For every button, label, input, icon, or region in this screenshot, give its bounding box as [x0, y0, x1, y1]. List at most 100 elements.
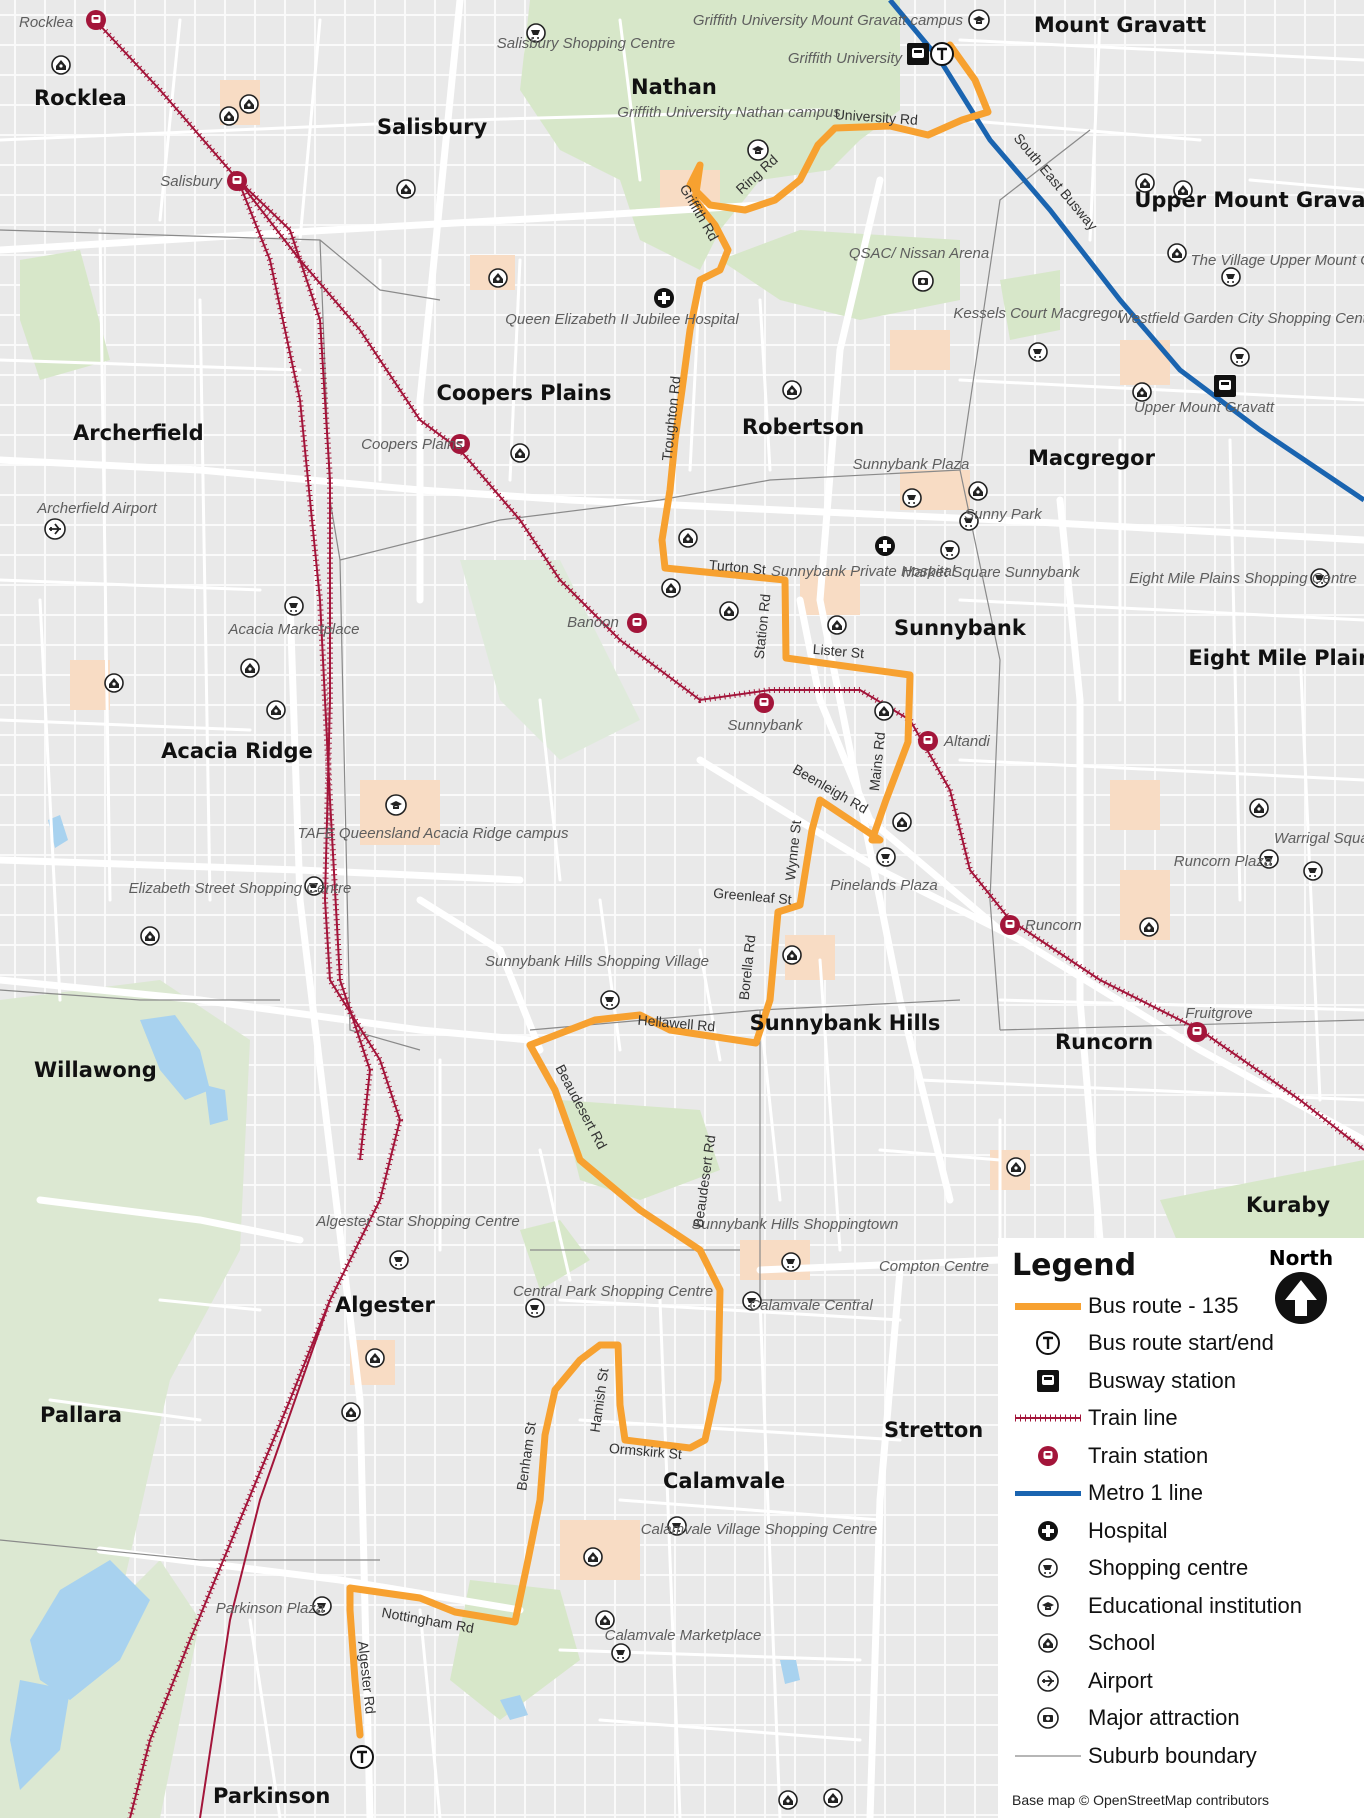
train-line-icon — [1012, 1403, 1084, 1433]
legend-label: Bus route start/end — [1088, 1330, 1274, 1356]
road-label: Algester Rd — [355, 1640, 379, 1714]
legend-item: School — [1012, 1625, 1352, 1663]
suburb-label: Salisbury — [377, 115, 488, 139]
legend-label: Busway station — [1088, 1367, 1236, 1393]
suburb-label: Sunnybank Hills — [750, 1011, 941, 1035]
place-label: Sunnybank Private Hospital — [771, 563, 956, 580]
bus-route-line-icon — [1012, 1291, 1084, 1321]
shopping-centre-icon — [1012, 1553, 1084, 1583]
place-label: Parkinson Plaza — [216, 1600, 324, 1617]
legend-item: Bus route - 135 — [1012, 1287, 1352, 1325]
education-icon — [1012, 1591, 1084, 1621]
major-attraction-icon — [1012, 1703, 1084, 1733]
station-label: Altandi — [943, 733, 991, 750]
legend-label: Bus route - 135 — [1088, 1292, 1239, 1318]
place-label: Griffith University Nathan campus — [617, 104, 841, 121]
legend-item: Educational institution — [1012, 1587, 1352, 1625]
suburb-label: Runcorn — [1055, 1030, 1153, 1054]
train-station-icon — [1000, 915, 1020, 935]
legend-item: Suburb boundary — [1012, 1737, 1352, 1775]
busway-station-icon — [1012, 1366, 1084, 1396]
busway-station-label: Griffith University — [788, 50, 904, 67]
place-label: Westfield Garden City Shopping Centre — [1118, 310, 1364, 327]
place-label: Sunny Park — [964, 506, 1043, 523]
place-label: TAFE Queensland Acacia Ridge campus — [298, 825, 569, 842]
legend-label: Suburb boundary — [1088, 1742, 1257, 1768]
north-label: North — [1268, 1246, 1334, 1270]
suburb-label: Kuraby — [1246, 1193, 1330, 1217]
road-label: Ormskirk St — [608, 1440, 682, 1462]
place-label: Kessels Court Macgregor — [953, 305, 1123, 322]
place-label: Central Park Shopping Centre — [513, 1283, 713, 1300]
place-label: Queen Elizabeth II Jubilee Hospital — [505, 311, 739, 328]
legend-item: Major attraction — [1012, 1700, 1352, 1738]
place-label: Archerfield Airport — [36, 500, 157, 517]
suburb-label: Sunnybank — [894, 616, 1027, 640]
station-label: Fruitgrove — [1185, 1005, 1253, 1022]
place-label: Calamvale Central — [749, 1297, 873, 1314]
place-label: Sunnybank Hills Shopping Village — [485, 953, 709, 970]
road-label: Mains Rd — [866, 731, 888, 791]
road-label: University Rd — [834, 106, 918, 128]
bus-route-135 — [346, 41, 992, 1739]
road-label: Wynne St — [782, 819, 804, 881]
place-label: Pinelands Plaza — [830, 877, 938, 894]
train-station-icon — [627, 613, 647, 633]
school-icon — [1012, 1628, 1084, 1658]
suburb-label: Nathan — [631, 75, 717, 99]
station-label: Salisbury — [160, 173, 223, 190]
legend-item: Shopping centre — [1012, 1550, 1352, 1588]
place-label: Runcorn Plaza — [1174, 853, 1272, 870]
station-label: Rocklea — [19, 14, 73, 31]
suburb-label: Coopers Plains — [436, 381, 611, 405]
place-label: Sunnybank Hills Shoppingtown — [692, 1216, 899, 1233]
metro-line-icon — [1012, 1478, 1084, 1508]
legend-item: Hospital — [1012, 1512, 1352, 1550]
north-arrow-icon — [1275, 1272, 1327, 1324]
suburb-label: Stretton — [884, 1418, 983, 1442]
train-station-icon — [754, 693, 774, 713]
water — [10, 815, 800, 1790]
suburb-label: Robertson — [742, 415, 864, 439]
legend-title: Legend — [1012, 1248, 1137, 1283]
legend-label: Shopping centre — [1088, 1555, 1249, 1581]
place-label: Elizabeth Street Shopping Centre — [129, 880, 352, 897]
road-label: Lister St — [812, 641, 865, 661]
place-label: The Village Upper Mount Gravatt — [1190, 252, 1364, 269]
route-terminus-icon — [1012, 1328, 1084, 1358]
train-stations: Rocklea Salisbury Coopers Plains Banoon … — [19, 10, 1253, 1042]
place-labels: Griffith University Mount Gravatt campus… — [36, 12, 1364, 1644]
place-label: Acacia Marketplace — [228, 621, 360, 638]
legend-panel: Legend North Bus route - 135 Bus route s… — [998, 1238, 1364, 1818]
legend-item: Metro 1 line — [1012, 1475, 1352, 1513]
suburb-label: Acacia Ridge — [161, 739, 313, 763]
place-label: Warrigal Square — [1274, 830, 1364, 847]
metro-1-line — [888, 0, 1364, 503]
hospital-icon — [1012, 1516, 1084, 1546]
place-label: Eight Mile Plains Shopping Centre — [1129, 570, 1357, 587]
road-label: Hellawell Rd — [637, 1012, 716, 1035]
legend-item: Train station — [1012, 1437, 1352, 1475]
suburb-labels: Rocklea Salisbury Nathan Mount Gravatt U… — [34, 13, 1364, 1808]
legend-label: Educational institution — [1088, 1592, 1303, 1618]
suburb-label: Willawong — [34, 1058, 157, 1082]
legend-item: Busway station — [1012, 1362, 1352, 1400]
legend-item: Bus route start/end — [1012, 1325, 1352, 1363]
suburb-boundary-icon — [1012, 1741, 1084, 1771]
road-label: Borella Rd — [736, 934, 759, 1001]
suburb-label: Macgregor — [1028, 446, 1156, 470]
train-line — [92, 17, 1364, 1818]
suburb-label: Archerfield — [73, 421, 204, 445]
road-label: Greenleaf St — [713, 885, 793, 908]
place-label: Griffith University Mount Gravatt campus — [693, 12, 964, 29]
suburb-boundaries — [0, 129, 1364, 1561]
legend-label: Train station — [1088, 1442, 1209, 1468]
suburb-label: Parkinson — [213, 1784, 330, 1808]
station-label: Sunnybank — [727, 717, 804, 734]
route-terminus-icon — [929, 41, 955, 67]
legend-label: Hospital — [1088, 1517, 1168, 1543]
airport-icon — [1012, 1666, 1084, 1696]
place-label: Sunnybank Plaza — [853, 456, 970, 473]
suburb-label: Pallara — [40, 1403, 122, 1427]
train-station-icon — [1012, 1441, 1084, 1471]
